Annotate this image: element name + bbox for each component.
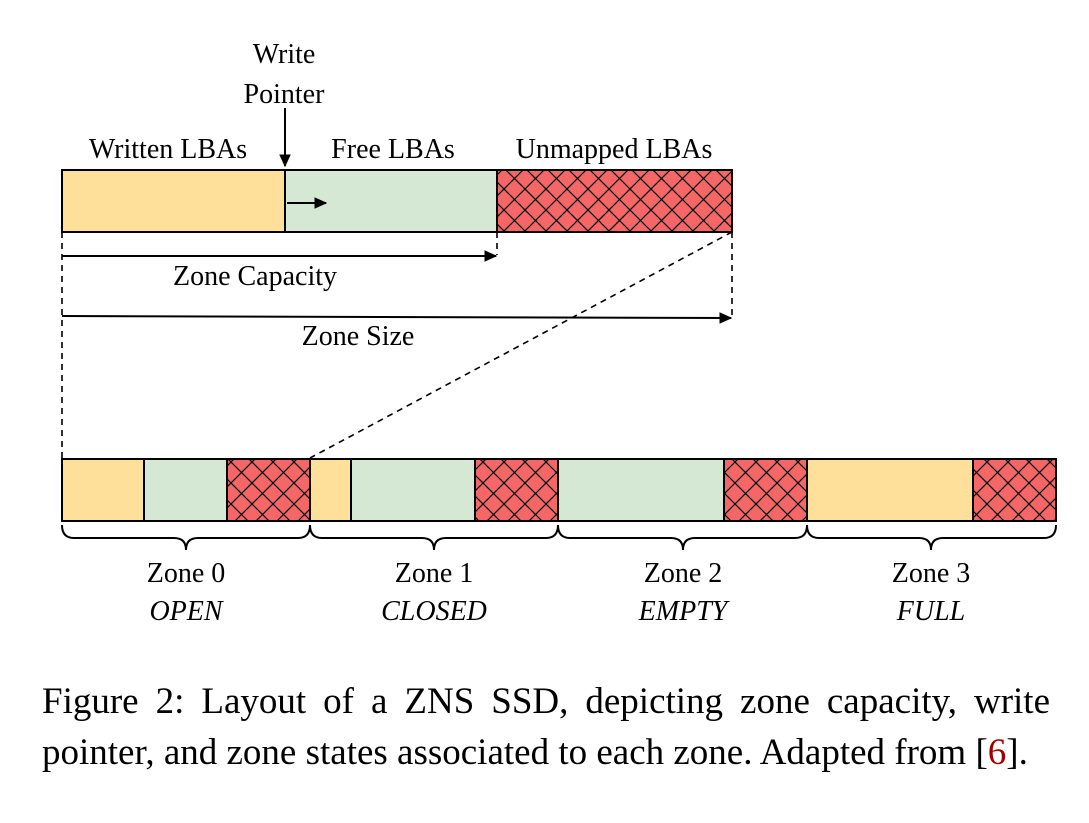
zone-capacity-label: Zone Capacity	[173, 261, 337, 292]
svg-text:Zone 3: Zone 3	[892, 558, 971, 589]
svg-text:EMPTY: EMPTY	[638, 596, 731, 627]
figure-caption: Figure 2: Layout of a ZNS SSD, depicting…	[42, 676, 1050, 778]
citation-link[interactable]: 6	[987, 732, 1007, 773]
unmapped-lbas-region	[496, 169, 733, 233]
svg-text:Zone 1: Zone 1	[395, 558, 474, 589]
zone-3-bar	[806, 458, 1057, 522]
zone-3-brace	[806, 524, 1057, 551]
svg-text:Write: Write	[253, 39, 316, 70]
zone-0-label: Zone 0 OPEN	[147, 558, 226, 627]
svg-text:CLOSED: CLOSED	[381, 596, 487, 627]
zone-size-label: Zone Size	[302, 321, 415, 352]
svg-text:OPEN: OPEN	[149, 596, 223, 627]
zone-1-bar	[309, 458, 559, 522]
caption-text: Figure 2: Layout of a ZNS SSD, depicting…	[42, 681, 1050, 773]
dashed-guides	[61, 231, 733, 459]
zone-1-brace	[309, 524, 559, 551]
zone-3-label: Zone 3 FULL	[892, 558, 971, 627]
zone-0-bar	[61, 458, 311, 522]
written-lbas-region	[61, 169, 286, 233]
write-pointer-label: Write Pointer	[244, 39, 326, 110]
zone-2-label: Zone 2 EMPTY	[638, 558, 731, 627]
svg-text:Zone 2: Zone 2	[644, 558, 723, 589]
written-lbas-label: Written LBAs	[89, 134, 247, 165]
caption-text-end: ].	[1006, 732, 1028, 773]
free-lbas-label: Free LBAs	[331, 134, 455, 165]
zone-2-bar	[557, 458, 808, 522]
zns-layout-diagram: Write Pointer Written LBAs Free LBAs Unm…	[61, 39, 1057, 627]
svg-text:FULL: FULL	[896, 596, 965, 627]
svg-text:Pointer: Pointer	[244, 79, 326, 110]
svg-text:Zone 0: Zone 0	[147, 558, 226, 589]
unmapped-lbas-label: Unmapped LBAs	[516, 134, 713, 165]
zone-braces	[61, 524, 1057, 551]
zone-0-brace	[61, 524, 311, 551]
zone-size-arrow	[61, 312, 733, 324]
zone-2-brace	[557, 524, 808, 551]
zone-1-label: Zone 1 CLOSED	[381, 558, 487, 627]
free-lbas-region	[284, 169, 498, 233]
